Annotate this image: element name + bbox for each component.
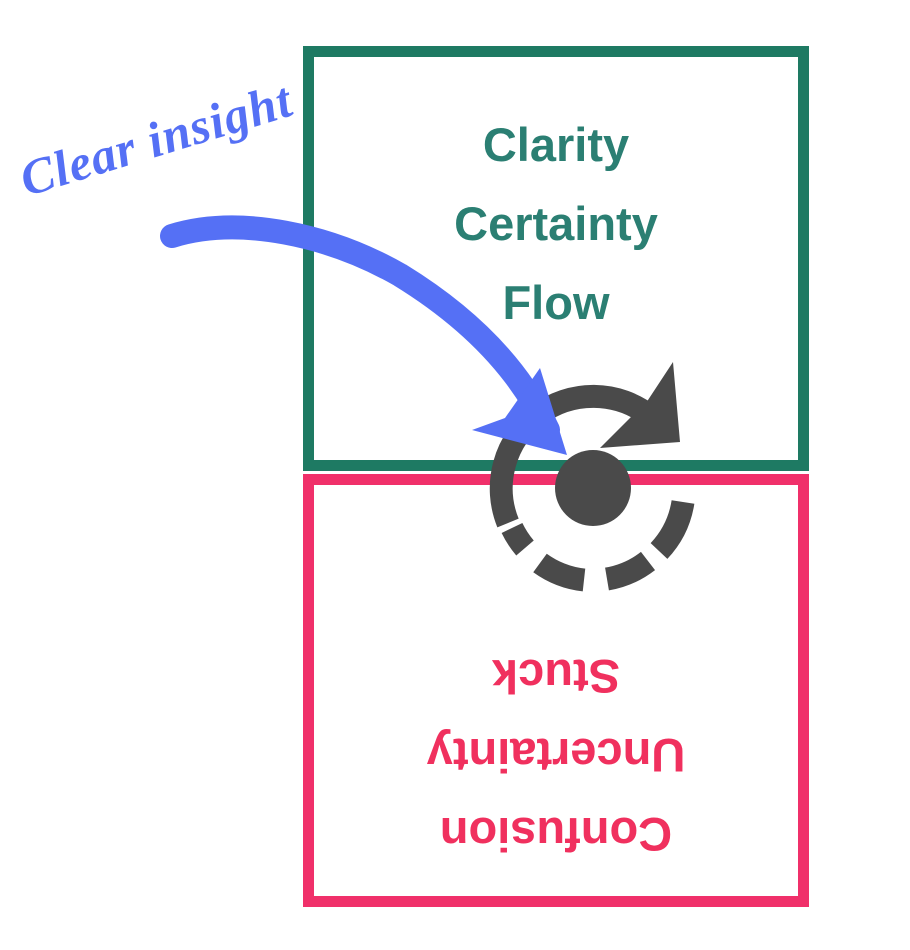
cycle-center-dot [555, 450, 631, 526]
clarity-text: Clarity Certainty Flow [314, 105, 798, 342]
cycle-arrowhead [600, 362, 680, 448]
cycle-dash [533, 553, 586, 592]
flow-line: Flow [502, 276, 610, 329]
cycle-dash [650, 499, 695, 559]
clarity-line: Clarity [482, 118, 630, 171]
clarity-box: Clarity Certainty Flow [303, 46, 809, 471]
certainty-line: Certainty [454, 197, 658, 250]
cycle-dash [501, 522, 534, 556]
insight-arrow [160, 215, 567, 455]
cycle-dash [604, 551, 656, 591]
